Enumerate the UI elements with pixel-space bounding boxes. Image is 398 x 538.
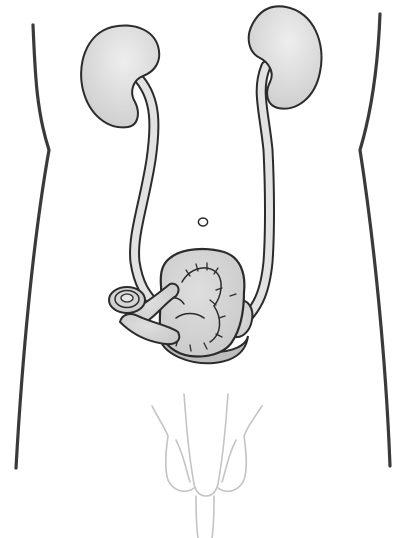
penis-shaft: [184, 394, 228, 496]
male-genitals-outline-icon: [152, 394, 262, 538]
navel-icon: [198, 218, 207, 226]
torso-outline-icon: [16, 14, 390, 468]
stoma-icon: [109, 287, 145, 313]
genital-outline-right: [218, 406, 262, 491]
penis-lower-right: [212, 496, 214, 538]
genital-inner-curve-right: [222, 440, 236, 482]
torso-right-side: [360, 14, 390, 466]
genital-inner-curve: [176, 440, 190, 482]
kidney-left-icon: [81, 26, 159, 128]
genital-outline-left: [152, 406, 194, 491]
penis-lower: [196, 496, 198, 538]
ureter-right: [247, 66, 270, 318]
torso-left-side: [16, 25, 49, 468]
stoma-opening: [121, 294, 133, 302]
